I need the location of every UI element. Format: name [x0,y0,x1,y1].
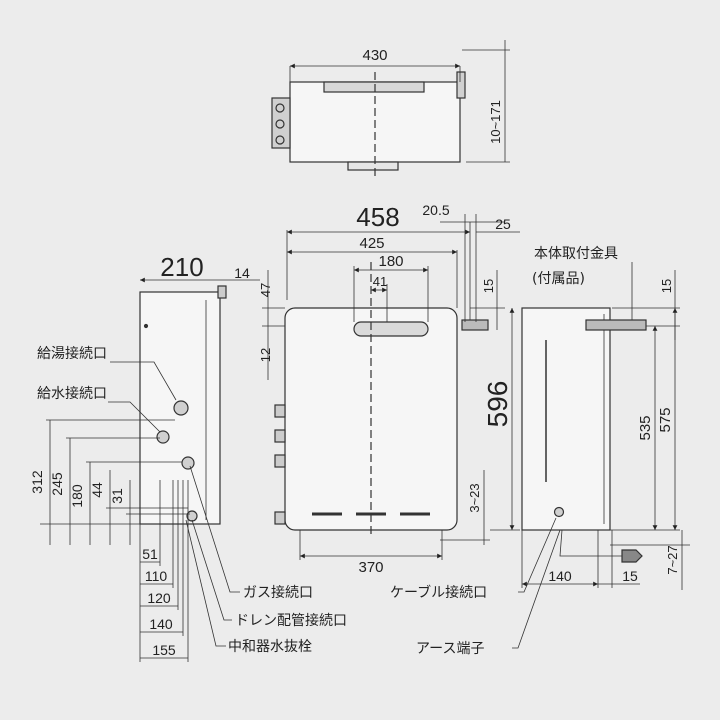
dim-10-171: 10~171 [488,100,503,144]
dim-120: 120 [147,590,171,606]
label-earth: アース端子 [416,641,484,657]
dim-430: 430 [362,47,387,64]
left-view-screw [143,323,149,329]
right-view-bracket [585,319,647,331]
top-view-bracket [456,71,466,99]
leader-earth [512,529,561,649]
label-gas: ガス接続口 [243,584,313,601]
front-pipe-3 [274,454,286,468]
dim-31: 31 [109,488,125,504]
label-cable: ケーブル接続口 [390,584,487,601]
dim-3-23: 3~23 [467,483,482,512]
dim-41: 41 [373,274,387,289]
front-pipe-1 [274,404,286,418]
top-view-pipe-2 [275,119,285,129]
leader-cable [518,517,557,593]
dim-180: 180 [378,253,403,270]
top-view-base [347,161,399,171]
dim-140-left: 140 [149,616,173,632]
top-view [271,40,510,180]
dim-575: 575 [657,407,674,432]
dim-14: 14 [234,265,250,281]
left-water-port [156,430,170,444]
front-pipe-2 [274,429,286,443]
dim-25: 25 [495,216,511,232]
label-bracket: 本体取付金具 [534,246,618,262]
dim-370: 370 [358,559,383,576]
dim-245: 245 [49,472,65,496]
dim-47: 47 [258,283,273,297]
dim-180-left: 180 [69,484,85,508]
front-view [262,214,520,560]
dim-210: 210 [160,252,203,282]
front-view-bracket [461,319,489,331]
top-view-pipe-3 [275,135,285,145]
left-drain-port [186,510,198,522]
top-view-lid [323,81,425,93]
dim-425: 425 [359,235,384,252]
dim-51: 51 [142,546,158,562]
dim-596: 596 [482,381,513,428]
leader-drain [191,519,232,621]
left-view-bracket [217,285,227,299]
dim-312: 312 [29,470,45,494]
leader-neutralizer [185,519,226,647]
leader-hot-water [110,361,177,401]
dim-right-140: 140 [548,568,572,584]
label-drain: ドレン配管接続口 [235,612,347,629]
left-view [40,277,260,662]
dim-110: 110 [145,568,168,584]
label-bracket-sub: (付属品) [532,271,585,287]
left-gas-port [181,456,195,470]
front-view-handle [353,321,429,337]
front-pipe-4 [274,511,286,525]
right-cable [559,529,626,557]
dim-155: 155 [152,642,176,658]
dim-7-27: 7~27 [665,545,680,574]
dim-20-5: 20.5 [422,202,449,218]
label-neutralizer: 中和器水抜栓 [228,639,312,655]
dim-12: 12 [258,348,273,362]
label-hot-water: 給湯接続口 [37,345,107,362]
dim-right-15: 15 [659,279,674,293]
right-cable-plug [621,549,643,563]
leader-gas [189,465,240,593]
dim-44: 44 [89,482,105,498]
top-view-pipe-1 [275,103,285,113]
top-view-pipes [271,97,291,149]
right-view [512,262,690,649]
label-water-supply: 給水接続口 [37,385,107,402]
leader-water-supply [108,401,161,433]
right-view-body [521,307,611,531]
right-cable-port [553,506,565,518]
dim-front-15: 15 [481,279,496,293]
dim-535: 535 [637,415,654,440]
left-hot-water-port [173,400,189,416]
dim-458: 458 [356,202,399,232]
dim-right-15b: 15 [622,568,638,584]
